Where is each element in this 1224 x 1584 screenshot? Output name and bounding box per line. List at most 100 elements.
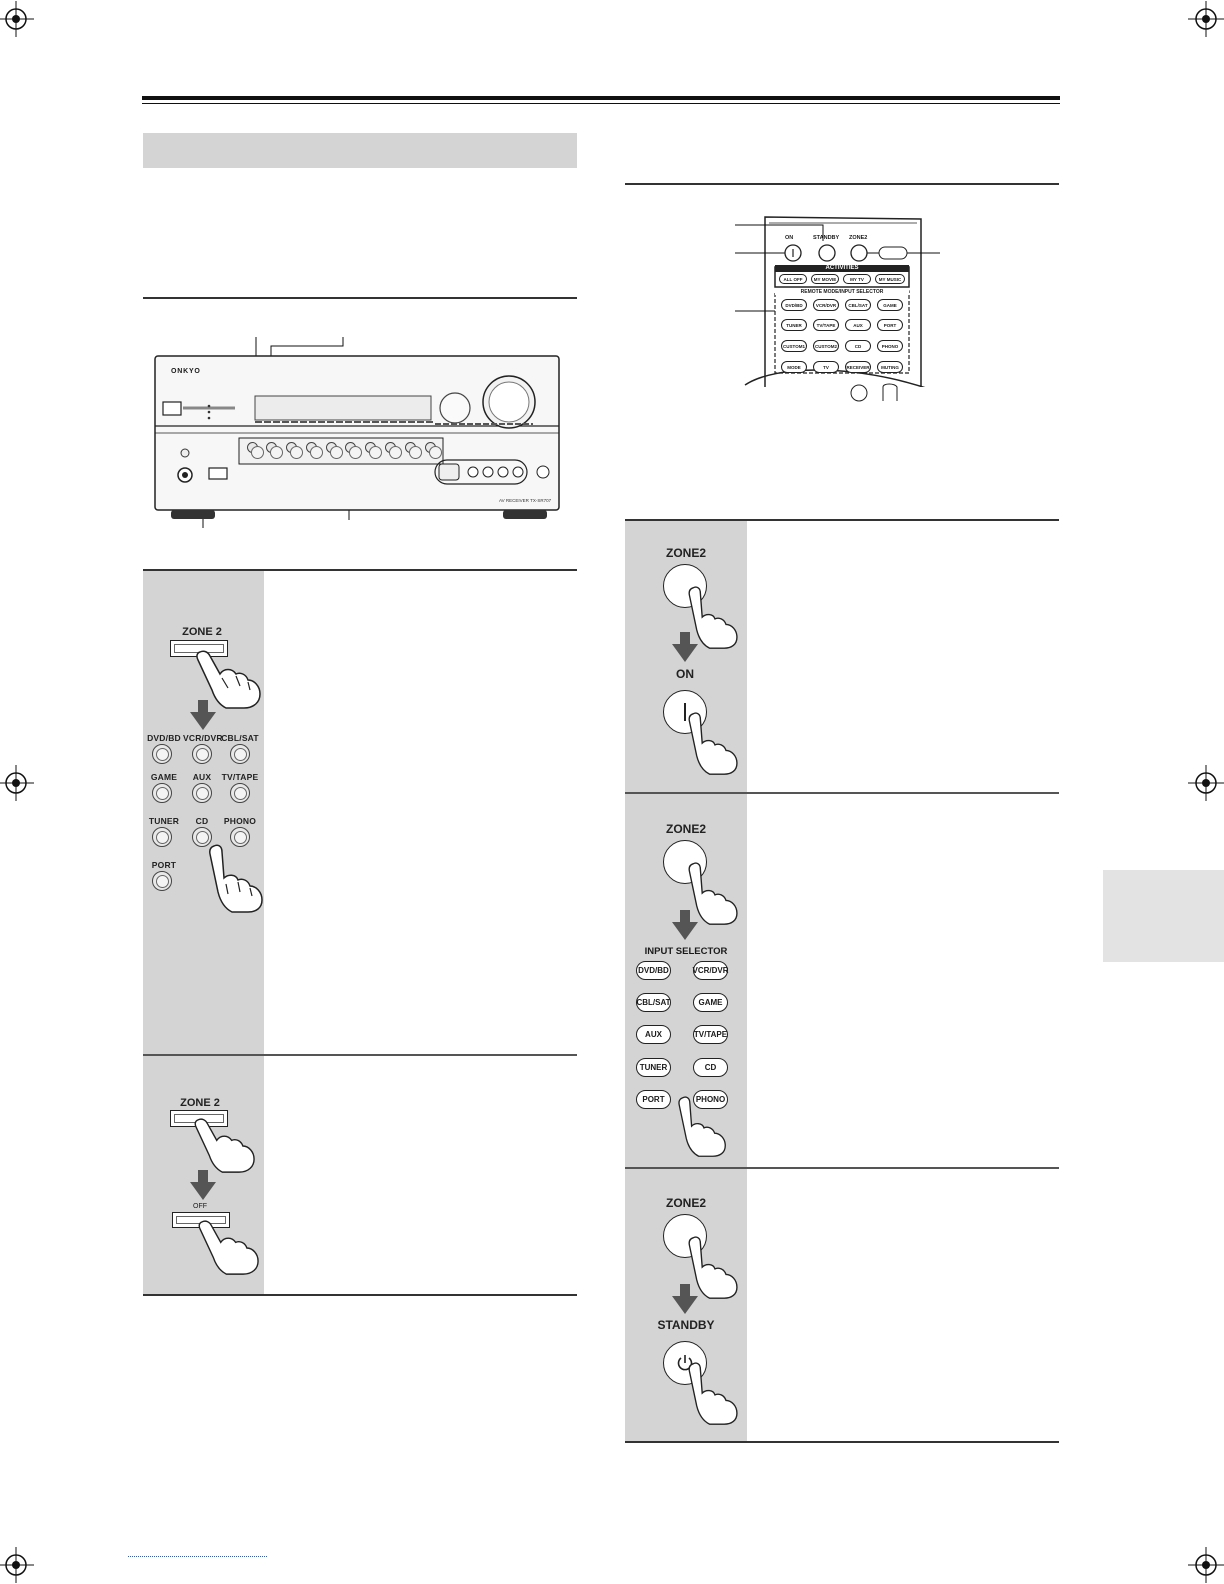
remote-selector-button[interactable]: CUSTOM1: [781, 340, 807, 352]
registration-mark-icon: [1188, 765, 1224, 801]
source-button-tv-tape[interactable]: [230, 783, 250, 803]
left-step-table-top-rule: [143, 569, 577, 571]
remote-selector-button[interactable]: CBL/SAT: [845, 299, 871, 311]
pressing-hand-icon: [209, 844, 263, 913]
section-title-bar: [143, 133, 577, 168]
remote-selector-button[interactable]: MUTING: [877, 361, 903, 373]
receiver-front-panel: ONKYO AV RECEIVER TX-SR707: [143, 330, 573, 530]
source-label: PHONO: [223, 816, 257, 826]
remote-zone2-button[interactable]: [663, 840, 707, 884]
pressing-hand-icon: [194, 1118, 255, 1173]
input-button-game[interactable]: GAME: [693, 993, 728, 1012]
registration-mark-icon: [1188, 1547, 1224, 1583]
source-button-dvd-bd[interactable]: [152, 744, 172, 764]
arrow-down-icon: [672, 632, 698, 662]
remote-selector-button[interactable]: TV/TAPE: [813, 319, 839, 331]
registration-mark-icon: [0, 765, 34, 801]
arrow-down-icon: [672, 910, 698, 940]
pressing-hand-icon: [678, 1096, 726, 1157]
pressing-hand-icon: [196, 650, 261, 709]
input-button-tuner[interactable]: TUNER: [636, 1058, 671, 1077]
source-label: GAME: [150, 772, 178, 782]
source-label: VCR/DVR: [183, 733, 223, 743]
source-button-cbl-sat[interactable]: [230, 744, 250, 764]
remote-activity-button[interactable]: MY MOVIE: [811, 274, 839, 284]
header-rule-thick: [142, 96, 1060, 100]
right-step-table-bottom-rule: [625, 1441, 1059, 1443]
remote-selector-button[interactable]: DVD/BD: [781, 299, 807, 311]
remote-label-standby: STANDBY: [813, 235, 840, 241]
registration-mark-icon: [1188, 1, 1224, 37]
receiver-model-label: AV RECEIVER TX-SR707: [499, 498, 552, 503]
pressing-hand-icon: [688, 1236, 738, 1299]
remote-activity-button[interactable]: ALL OFF: [779, 274, 807, 284]
source-label: AUX: [192, 772, 212, 782]
remote-zone2-label: ZONE2: [665, 546, 706, 560]
left-subsection-rule: [143, 297, 577, 299]
source-button-phono[interactable]: [230, 827, 250, 847]
remote-activities-header: ACTIVITIES: [775, 265, 909, 272]
input-button-phono[interactable]: PHONO: [693, 1090, 728, 1109]
remote-zone2-label: ZONE2: [665, 1196, 706, 1210]
pressing-hand-icon: [688, 586, 738, 649]
registration-mark-icon: [0, 1547, 34, 1583]
source-label: CD: [195, 816, 209, 826]
footer-link-underline: [128, 1556, 267, 1557]
remote-zone2-button[interactable]: [663, 564, 707, 608]
pressing-hand-icon: [688, 1362, 738, 1425]
remote-controller-illustration: ON STANDBY ZONE2 ACTIVITIES ALL OFF MY M…: [735, 215, 945, 405]
remote-selector-button[interactable]: VCR/DVR: [813, 299, 839, 311]
remote-label-on: ON: [785, 235, 794, 241]
remote-selector-button[interactable]: TV: [813, 361, 839, 373]
source-label: TV/TAPE: [221, 772, 259, 782]
remote-standby-label: STANDBY: [657, 1318, 715, 1332]
source-button-port[interactable]: [152, 871, 172, 891]
arrow-down-icon: [190, 700, 216, 730]
input-selector-label: INPUT SELECTOR: [644, 946, 728, 957]
source-label: CBL/SAT: [221, 733, 259, 743]
power-icon: [677, 1355, 693, 1371]
remote-selector-button[interactable]: GAME: [877, 299, 903, 311]
source-label: TUNER: [148, 816, 180, 826]
remote-selector-button[interactable]: PORT: [877, 319, 903, 331]
pressing-hand-icon: [688, 862, 738, 925]
left-step-table-bottom-rule: [143, 1294, 577, 1296]
input-button-cd[interactable]: CD: [693, 1058, 728, 1077]
source-button-vcr-dvr[interactable]: [192, 744, 212, 764]
remote-activity-button[interactable]: MY TV: [843, 274, 871, 284]
input-button-aux[interactable]: AUX: [636, 1025, 671, 1044]
pressing-hand-icon: [198, 1220, 259, 1275]
input-button-cbl-sat[interactable]: CBL/SAT: [636, 993, 671, 1012]
remote-selector-button[interactable]: MODE: [781, 361, 807, 373]
remote-selector-button[interactable]: CD: [845, 340, 871, 352]
remote-selector-button[interactable]: RECEIVER: [845, 361, 871, 373]
remote-selector-button[interactable]: TUNER: [781, 319, 807, 331]
zone2-button-label: ZONE 2: [182, 626, 222, 638]
input-button-vcr-dvr[interactable]: VCR/DVR: [693, 961, 729, 980]
remote-selector-button[interactable]: PHONO: [877, 340, 903, 352]
zone2-button-label: ZONE 2: [180, 1097, 220, 1109]
arrow-down-icon: [672, 1284, 698, 1314]
input-button-port[interactable]: PORT: [636, 1090, 671, 1109]
right-step-table-top-rule: [625, 519, 1059, 521]
source-label: DVD/BD: [147, 733, 181, 743]
source-button-tuner[interactable]: [152, 827, 172, 847]
input-button-tv-tape[interactable]: TV/TAPE: [693, 1025, 728, 1044]
remote-selector-header: REMOTE MODE/INPUT SELECTOR: [775, 289, 909, 295]
header-rule-thin: [142, 103, 1060, 104]
chapter-side-tab: [1103, 870, 1224, 962]
pressing-hand-icon: [688, 712, 738, 775]
source-button-cd[interactable]: [192, 827, 212, 847]
left-step-divider: [143, 1054, 577, 1056]
right-subsection-rule: [625, 183, 1059, 185]
source-button-aux[interactable]: [192, 783, 212, 803]
remote-zone2-label: ZONE2: [665, 822, 706, 836]
source-label: PORT: [151, 860, 177, 870]
right-step-divider: [625, 1167, 1059, 1169]
remote-selector-button[interactable]: AUX: [845, 319, 871, 331]
source-button-game[interactable]: [152, 783, 172, 803]
remote-activity-button[interactable]: MY MUSIC: [875, 274, 905, 284]
remote-selector-button[interactable]: CUSTOM2: [813, 340, 839, 352]
remote-label-zone2: ZONE2: [849, 235, 868, 241]
input-button-dvd-bd[interactable]: DVD/BD: [636, 961, 671, 980]
